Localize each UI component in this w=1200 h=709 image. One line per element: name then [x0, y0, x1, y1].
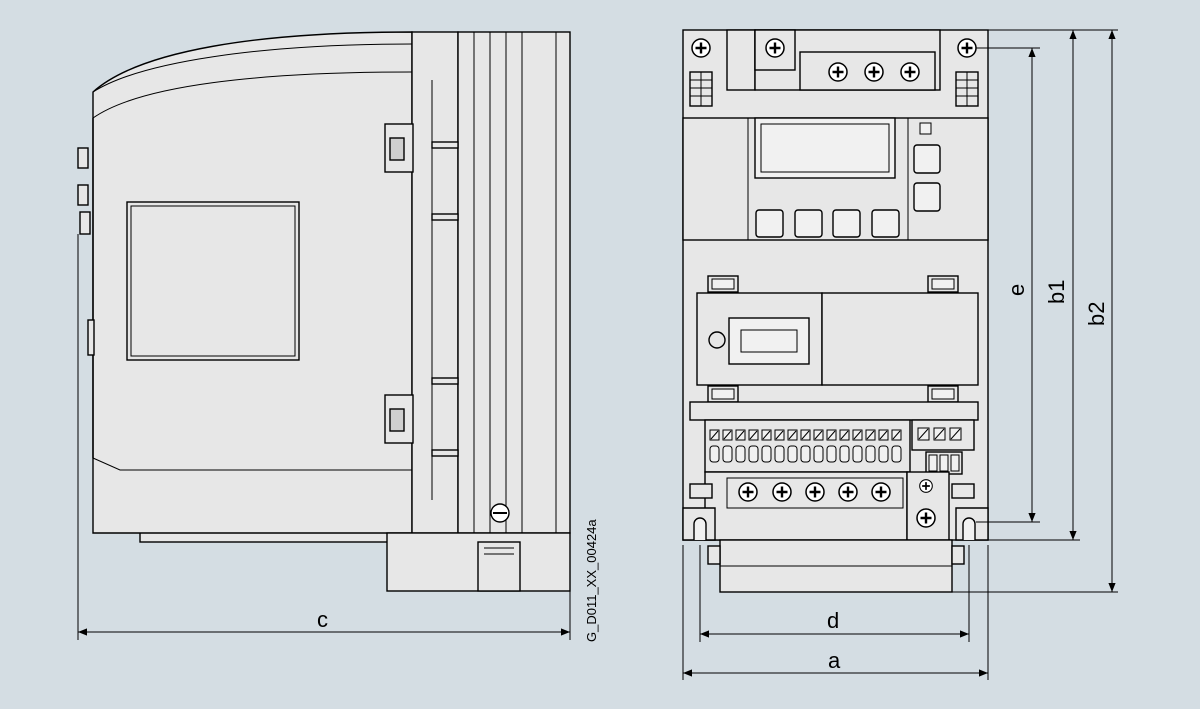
relay-terminal-clamp — [939, 454, 949, 472]
corner-screw — [956, 37, 978, 59]
dimension-c-label: c — [317, 607, 328, 632]
control-terminal-clamp — [735, 445, 746, 463]
control-terminal-clamp — [761, 445, 772, 463]
control-terminal-pins — [709, 427, 962, 472]
pe-screw — [915, 507, 937, 529]
control-terminal-slot — [749, 430, 758, 440]
dimension-b2-label: b2 — [1084, 302, 1109, 326]
panel-key-2[interactable] — [794, 209, 823, 238]
control-terminal-clamp — [748, 445, 759, 463]
relay-terminal-slot — [918, 428, 929, 440]
control-terminal-slot — [892, 430, 901, 440]
pe-screw — [764, 37, 786, 59]
motor-screw — [870, 481, 892, 503]
control-terminal-slot — [736, 430, 745, 440]
mains-screw — [863, 61, 885, 83]
dimension-b1-label: b1 — [1044, 280, 1069, 304]
pe-screw — [918, 478, 934, 494]
panel-key-esc[interactable] — [913, 182, 941, 212]
side-knob — [77, 184, 89, 206]
control-terminal-slot — [775, 430, 784, 440]
side-connector — [477, 541, 521, 592]
panel-key-4[interactable] — [871, 209, 900, 238]
control-terminal-clamp — [826, 445, 837, 463]
front-dimensions — [682, 29, 1118, 680]
control-terminal-clamp — [813, 445, 824, 463]
control-terminal-slot — [814, 430, 823, 440]
mains-screw — [899, 61, 921, 83]
motor-screw — [737, 481, 759, 503]
side-knob — [79, 211, 91, 235]
panel-key-ok[interactable] — [913, 144, 941, 174]
control-terminal-clamp — [774, 445, 785, 463]
relay-terminal-clamp — [928, 454, 938, 472]
control-terminal-clamp — [852, 445, 863, 463]
control-terminal-slot — [788, 430, 797, 440]
control-terminal-slot — [879, 430, 888, 440]
status-led — [919, 122, 932, 135]
front-view — [682, 29, 989, 593]
motor-screw — [837, 481, 859, 503]
control-terminal-slot — [723, 430, 732, 440]
option-cover — [821, 292, 979, 386]
relay-terminal-clamp — [950, 454, 960, 472]
control-terminal-slot — [840, 430, 849, 440]
side-front-panel — [411, 31, 459, 534]
panel-key-3[interactable] — [832, 209, 861, 238]
control-terminal-clamp — [800, 445, 811, 463]
side-heatsink — [457, 31, 571, 534]
dimension-e-label: e — [1004, 284, 1029, 296]
side-view — [77, 31, 571, 592]
panel-key-1[interactable] — [755, 209, 784, 238]
control-terminal-slot — [827, 430, 836, 440]
control-terminal-clamp — [891, 445, 902, 463]
motor-screw — [771, 481, 793, 503]
dimension-c — [77, 234, 571, 640]
control-terminal-clamp — [787, 445, 798, 463]
relay-terminal-slot — [934, 428, 945, 440]
mains-screw — [827, 61, 849, 83]
control-terminal-clamp — [839, 445, 850, 463]
control-terminal-clamp — [878, 445, 889, 463]
control-terminal-slot — [866, 430, 875, 440]
dimension-a-label: a — [828, 648, 841, 673]
control-terminal-clamp — [709, 445, 720, 463]
control-terminal-slot — [762, 430, 771, 440]
control-terminal-slot — [853, 430, 862, 440]
motor-screw — [804, 481, 826, 503]
corner-screw — [690, 37, 712, 59]
drawing-code: G_D011_XX_00424a — [584, 519, 599, 642]
control-terminal-clamp — [722, 445, 733, 463]
control-terminal-clamp — [865, 445, 876, 463]
side-knob — [77, 147, 89, 169]
dimension-d-label: d — [827, 608, 839, 633]
control-terminal-slot — [710, 430, 719, 440]
side-latch — [87, 319, 95, 356]
relay-terminal-slot — [950, 428, 961, 440]
control-terminal-slot — [801, 430, 810, 440]
